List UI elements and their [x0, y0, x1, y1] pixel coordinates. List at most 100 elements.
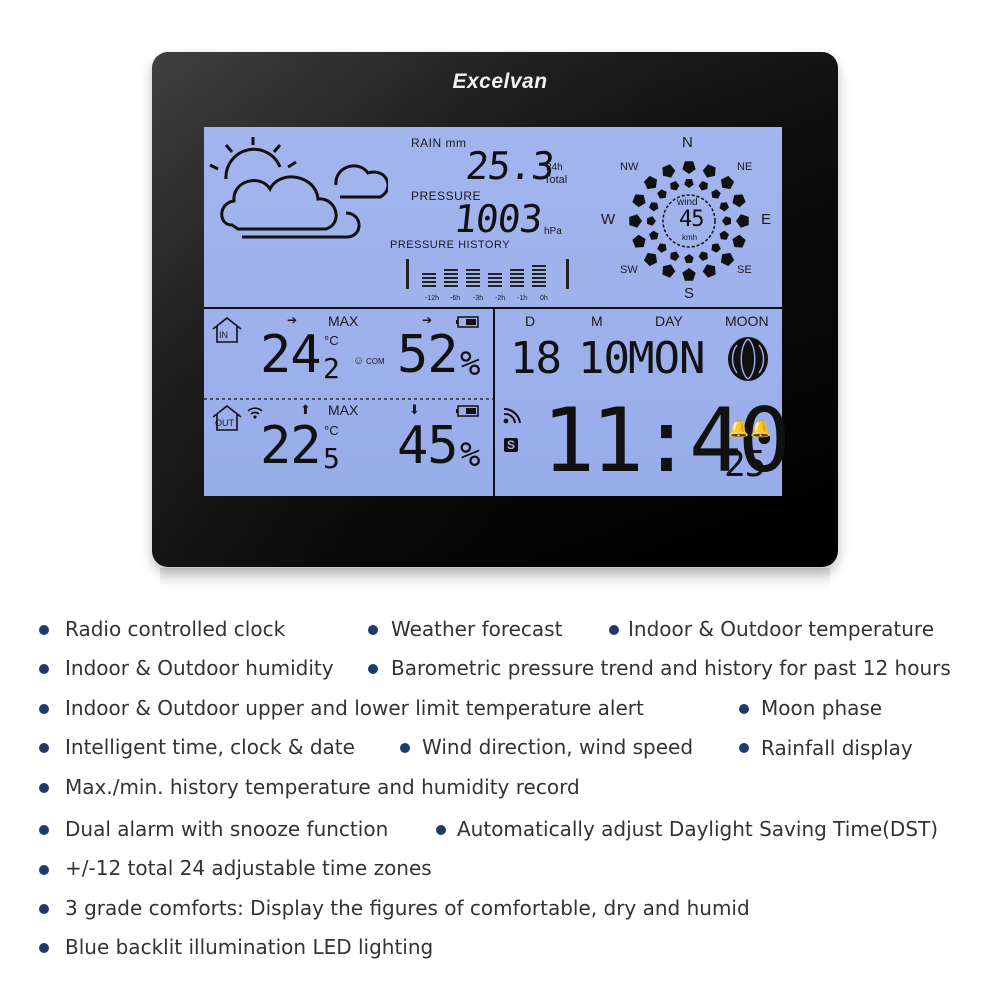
- smiley-icon: ☺: [353, 355, 365, 367]
- compass-segment: [698, 251, 708, 261]
- compass-segment: [711, 243, 721, 253]
- feature-radio-clock: Radio controlled clock: [65, 617, 286, 641]
- feature-time-clock-date: Intelligent time, clock & date: [65, 735, 355, 759]
- pressure-history-chart: [406, 259, 569, 289]
- time-seconds: 25: [724, 444, 766, 485]
- outdoor-temp-decimal: 5: [323, 442, 340, 475]
- brand-logo: Excelvan: [452, 70, 548, 93]
- compass-segment: [719, 202, 729, 212]
- dst-badge: S: [504, 438, 519, 452]
- compass-w: W: [601, 211, 616, 228]
- compass-segment: [732, 194, 746, 208]
- date-d-label: D: [525, 313, 536, 329]
- compass-segment: [643, 175, 658, 190]
- indoor-humidity-value: 52: [397, 325, 459, 385]
- feature-backlight: Blue backlit illumination LED lighting: [65, 935, 434, 959]
- bullet-icon: [739, 704, 749, 714]
- bullet-icon: [39, 625, 49, 635]
- pressure-history-label: PRESSURE HISTORY: [390, 239, 511, 251]
- history-tick-6h: -6h: [450, 295, 461, 302]
- compass-segment: [632, 194, 646, 208]
- bullet-icon: [436, 825, 446, 835]
- wind-label: wind: [677, 197, 698, 208]
- compass-segment: [670, 251, 680, 261]
- weather-forecast-icon: [209, 137, 388, 239]
- history-tick-3h: -3h: [473, 295, 484, 302]
- home-in-icon: [212, 316, 242, 343]
- indoor-humidity-unit: %: [460, 344, 481, 384]
- compass-segment: [702, 164, 716, 178]
- compass-segment: [732, 234, 746, 248]
- date-moon-label: MOON: [725, 313, 769, 329]
- arrow-down-icon: ⬇: [409, 402, 420, 417]
- compass-segment: [649, 230, 659, 240]
- bullet-icon: [39, 865, 49, 875]
- compass-segment: [722, 216, 731, 226]
- outdoor-icon-label: OUT: [215, 418, 234, 428]
- compass-segment: [719, 230, 729, 240]
- pressure-value: 1003: [451, 197, 544, 241]
- feature-wind: Wind direction, wind speed: [422, 735, 694, 759]
- compass-segment: [698, 181, 708, 191]
- arrow-right-icon: ➔: [422, 313, 433, 327]
- rain-value: 25.3: [463, 144, 556, 188]
- compass-segment: [720, 252, 735, 267]
- compass-e: E: [761, 211, 772, 228]
- bullet-icon: [39, 664, 49, 674]
- date-month-value: 10: [578, 333, 630, 384]
- battery-icon: [456, 316, 479, 328]
- cloud-icon: [220, 164, 388, 239]
- feature-temperature-alert: Indoor & Outdoor upper and lower limit t…: [65, 696, 644, 720]
- history-tick-2h: -2h: [495, 295, 506, 302]
- compass-segment: [662, 164, 676, 178]
- radio-signal-icon: [503, 407, 521, 424]
- bullet-icon: [368, 625, 378, 635]
- bullet-icon: [39, 825, 49, 835]
- bullet-icon: [400, 743, 410, 753]
- bullet-icon: [39, 704, 49, 714]
- comfort-label: COM: [366, 357, 385, 366]
- bullet-icon: [609, 625, 619, 635]
- compass-segment: [649, 202, 659, 212]
- wind-speed-value: 45: [679, 207, 704, 232]
- compass-segment: [684, 254, 694, 263]
- compass-segment: [682, 268, 696, 281]
- outdoor-max-label: MAX: [328, 402, 359, 418]
- compass-segment: [670, 181, 680, 191]
- home-out-icon: [212, 404, 242, 431]
- indoor-max-label: MAX: [328, 313, 359, 329]
- outdoor-temp-unit: °C: [324, 423, 339, 438]
- feature-min-max-record: Max./min. history temperature and humidi…: [65, 775, 580, 799]
- signal-icon: [247, 407, 263, 419]
- pressure-unit: hPa: [544, 226, 562, 237]
- time-value: 11:40: [542, 389, 791, 492]
- history-tick-12h: -12h: [425, 295, 440, 302]
- battery-icon: [456, 405, 479, 417]
- feature-pressure-history: Barometric pressure trend and history fo…: [391, 656, 951, 680]
- history-tick-0h: 0h: [540, 295, 548, 302]
- date-day-value: 18: [510, 333, 562, 384]
- compass-segment: [702, 264, 716, 278]
- compass-s: S: [684, 285, 695, 302]
- indoor-temp-unit: °C: [324, 333, 339, 348]
- wind-unit: kmh: [682, 233, 698, 242]
- bullet-icon: [739, 743, 749, 753]
- bullet-icon: [39, 783, 49, 793]
- lcd-screen: RAIN mm 25.3 24h Total PRESSURE 1003 hPa…: [204, 127, 791, 496]
- compass-segment: [643, 252, 658, 267]
- history-tick-1h: -1h: [517, 295, 528, 302]
- indoor-temp-main: 24: [260, 325, 322, 385]
- compass-segment: [629, 214, 642, 228]
- compass-segment: [711, 189, 721, 199]
- rain-label: RAIN mm: [411, 136, 467, 150]
- outdoor-temp-main: 22: [260, 416, 322, 476]
- bullet-icon: [368, 664, 378, 674]
- compass-segment: [720, 175, 735, 190]
- rain-total-label: Total: [544, 174, 568, 186]
- compass-sw: SW: [620, 264, 638, 276]
- rain-period: 24h: [546, 162, 563, 173]
- outdoor-humidity-unit: %: [460, 435, 481, 475]
- sun-icon: [209, 137, 297, 180]
- feature-moon-phase: Moon phase: [761, 696, 883, 720]
- feature-rainfall: Rainfall display: [761, 736, 913, 760]
